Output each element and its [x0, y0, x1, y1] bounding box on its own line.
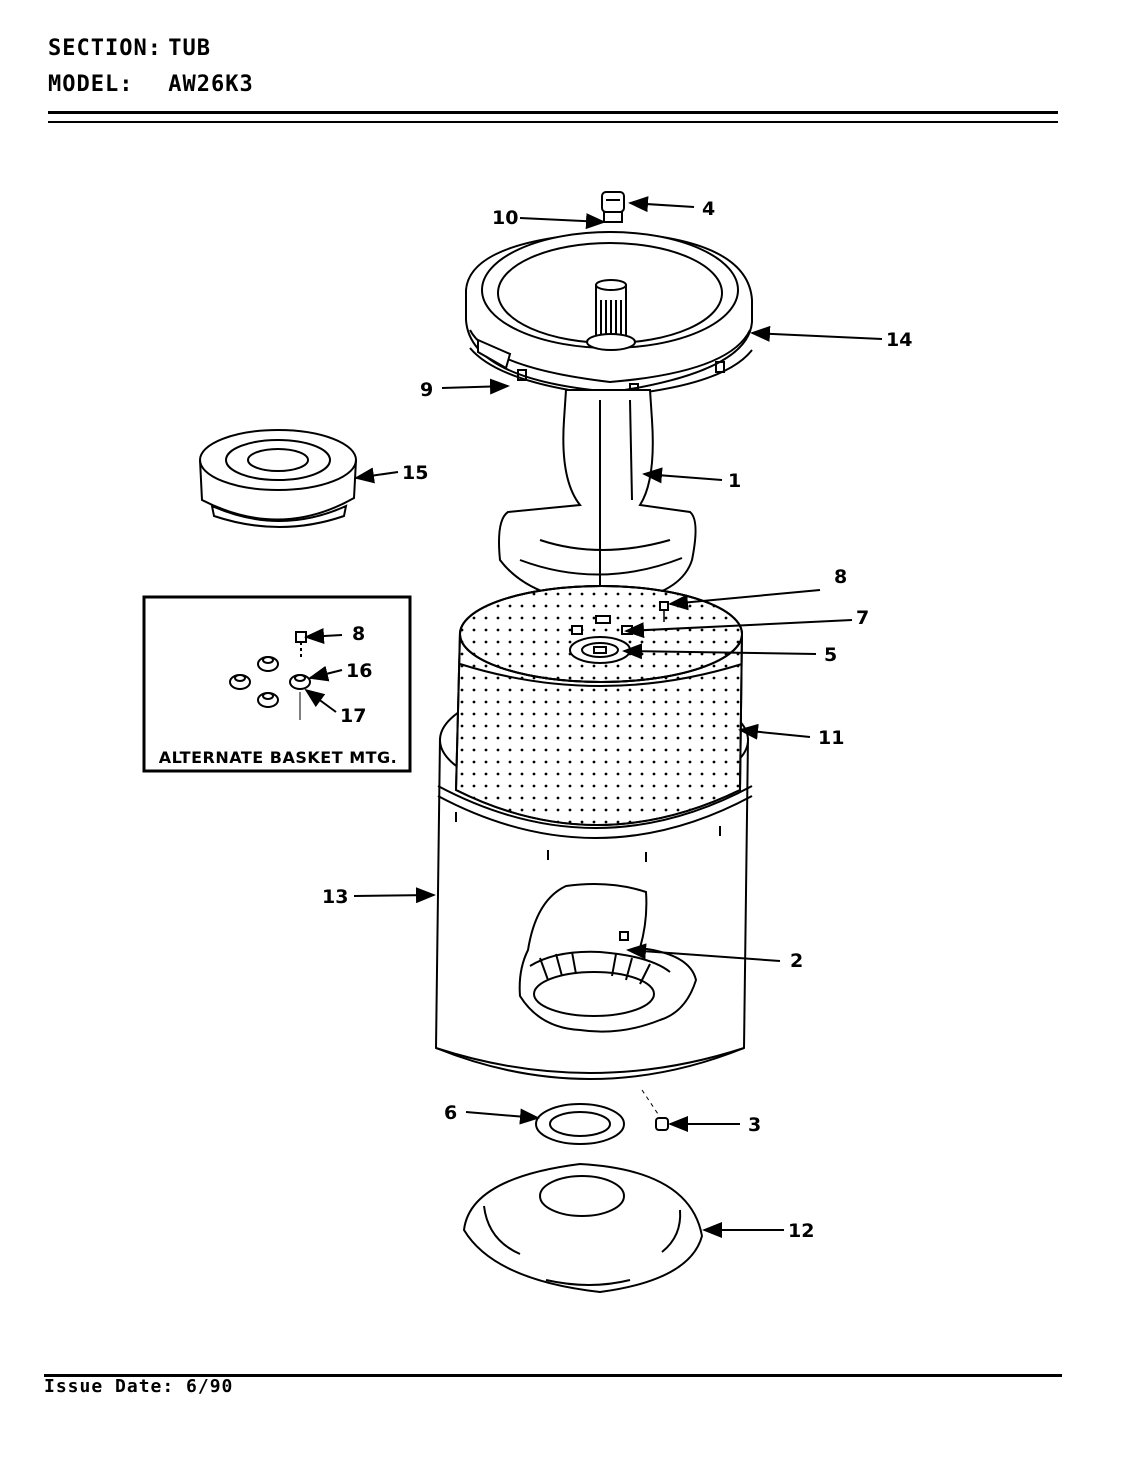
inset-parts: [229, 631, 311, 720]
footer-rule: [44, 1374, 1062, 1377]
callout-8: 8: [834, 566, 847, 588]
callout-11: 11: [818, 727, 844, 749]
model-label: MODEL:: [48, 72, 134, 97]
section-value: TUB: [168, 36, 211, 61]
basket-clip-a: [571, 625, 583, 635]
callout-3: 3: [748, 1114, 761, 1136]
callout-15: 15: [402, 462, 428, 484]
section-header: SECTION: TUB: [48, 36, 211, 61]
basket-screw: [659, 601, 669, 611]
header-rule-thin: [48, 121, 1058, 123]
alternate-basket-inset: [142, 595, 412, 773]
basket-clip-b: [595, 615, 611, 624]
callout-9: 9: [420, 379, 433, 401]
leader-lines: [304, 196, 883, 1238]
callout-12: 12: [788, 1220, 814, 1242]
callout-4: 4: [702, 198, 715, 220]
issue-date: Issue Date: 6/90: [44, 1376, 234, 1397]
header-rule-thick: [48, 111, 1058, 114]
callout-5: 5: [824, 644, 837, 666]
callout-10: 10: [492, 207, 518, 229]
callout-8-inset: 8: [352, 623, 365, 645]
callout-7: 7: [856, 607, 869, 629]
tub-base: [462, 1162, 704, 1294]
tub-gasket: [535, 1103, 625, 1145]
callout-14: 14: [886, 329, 912, 351]
callout-13: 13: [322, 886, 348, 908]
agitator: [498, 389, 697, 606]
cap-nut: [601, 191, 625, 213]
callout-numbers: 4 10 14 9 15 1 8 7 5 11 13 2 6 3 12 8 16…: [322, 198, 912, 1242]
drain-fitting: [641, 1089, 669, 1131]
inset-caption: ALTERNATE BASKET MTG.: [158, 748, 398, 767]
model-value: AW26K3: [168, 72, 254, 97]
spacer-washer: [603, 211, 623, 223]
section-label: SECTION:: [48, 36, 162, 61]
softener-dispenser: [199, 429, 357, 528]
callout-1: 1: [728, 470, 741, 492]
callout-6: 6: [444, 1102, 457, 1124]
callout-16: 16: [346, 660, 372, 682]
drive-hub: [586, 279, 636, 351]
callout-17: 17: [340, 705, 366, 727]
tub-cutaway: [518, 883, 698, 1033]
callout-2: 2: [790, 950, 803, 972]
model-header: MODEL: AW26K3: [48, 72, 254, 97]
basket-hub: [569, 636, 631, 664]
